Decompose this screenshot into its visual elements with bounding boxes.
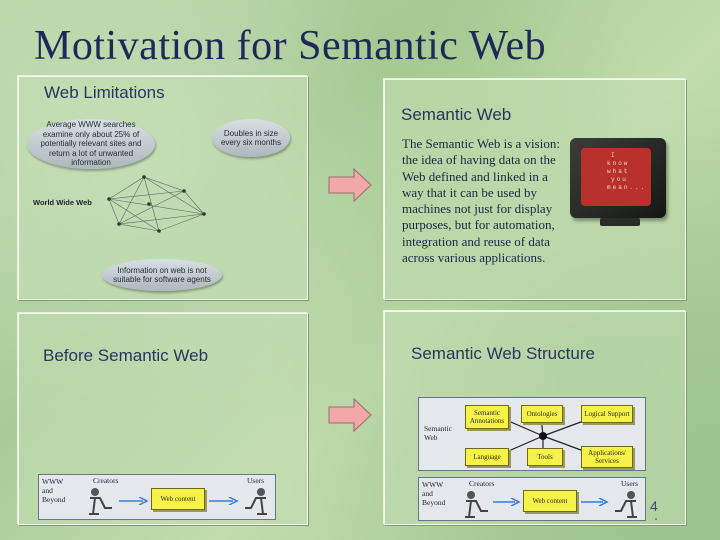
sw-flow-arrow-left (493, 498, 521, 506)
before-flow-arrow-right (209, 497, 239, 505)
sw-flow-arrow-right (581, 498, 609, 506)
footer-dot (655, 518, 657, 520)
semantic-web-title: Semantic Web (401, 105, 512, 124)
slide-title: Motivation for Semantic Web (34, 23, 547, 69)
web-limitations-title: Web Limitations (44, 83, 165, 102)
tools-box: Tools (527, 448, 563, 466)
sw-creator-person-icon (465, 491, 488, 518)
web-graph (107, 175, 206, 233)
before-users-label: Users (247, 476, 265, 485)
before-www-label-2: and (42, 486, 53, 495)
page-number: 4 (650, 498, 658, 514)
ontologies-label: Ontologies (526, 410, 558, 418)
sw-www-label-3: Beyond (422, 498, 446, 507)
doubles-text: Doubles in size every six months (220, 128, 282, 148)
semantic-annotations-box: Semantic Annotations (465, 405, 509, 429)
sw-www-diagram: WWW and Beyond Creators Web content User… (418, 477, 646, 521)
sw-www-label-1: WWW (422, 480, 444, 489)
applications-services-label: Applications/ Services (588, 449, 626, 465)
sw-users-label: Users (621, 479, 639, 488)
sw-user-person-icon (615, 491, 637, 518)
before-web-content-label: Web content (160, 495, 196, 503)
search-stats-text: Average WWW searches examine only about … (40, 120, 142, 168)
sw-structure-diagram: Semantic Web Semantic Annotations Ontolo… (418, 397, 646, 471)
screen-line-5: mean... (607, 184, 647, 191)
sw-www-label-2: and (422, 489, 433, 498)
user-person-icon (245, 488, 267, 515)
language-box: Language (465, 448, 509, 466)
logical-support-label: Logical Support (584, 410, 630, 418)
before-flow-arrow-left (119, 497, 149, 505)
monitor-screen: I know what you mean... (581, 148, 651, 206)
semantic-web-structure-title: Semantic Web Structure (411, 344, 595, 363)
tools-label: Tools (537, 453, 553, 461)
language-label: Language (473, 453, 501, 461)
right-arrow-icon-2 (328, 398, 372, 432)
before-web-content-box: Web content (151, 488, 205, 510)
applications-services-box: Applications/ Services (581, 446, 633, 468)
semantic-web-description: The Semantic Web is a vision: the idea o… (402, 136, 560, 266)
right-arrow-icon (328, 168, 372, 202)
web-limitations-panel: Web Limitations Average WWW searches exa… (18, 76, 308, 300)
sw-creators-label: Creators (469, 479, 495, 488)
search-stats-bubble: Average WWW searches examine only about … (27, 119, 155, 169)
before-semantic-web-title: Before Semantic Web (43, 346, 209, 365)
hub-node (539, 432, 547, 440)
doubles-bubble: Doubles in size every six months (212, 119, 290, 157)
creator-person-icon (89, 488, 112, 515)
ontologies-box: Ontologies (521, 405, 563, 423)
screen-line-1: I (611, 152, 615, 159)
agents-bubble: Information on web is not suitable for s… (102, 259, 222, 291)
monitor-image: I know what you mean... (570, 138, 668, 228)
before-sw-diagram: WWW and Beyond Creators Web content User… (38, 474, 276, 520)
before-creators-label: Creators (93, 476, 119, 485)
semantic-label-1: Semantic (424, 424, 452, 433)
before-www-label-3: Beyond (42, 495, 66, 504)
screen-line-4: you (611, 176, 628, 183)
screen-line-3: what (607, 168, 630, 175)
www-label: World Wide Web (33, 198, 92, 207)
screen-line-2: know (607, 160, 630, 167)
semantic-label-2: Web (424, 433, 438, 442)
semantic-annotations-label: Semantic Annotations (469, 409, 505, 425)
sw-web-content-label: Web content (532, 497, 568, 505)
before-www-label-1: WWW (42, 477, 64, 486)
logical-support-box: Logical Support (581, 405, 633, 423)
sw-web-content-box: Web content (523, 490, 577, 512)
agents-text: Information on web is not suitable for s… (113, 265, 211, 285)
